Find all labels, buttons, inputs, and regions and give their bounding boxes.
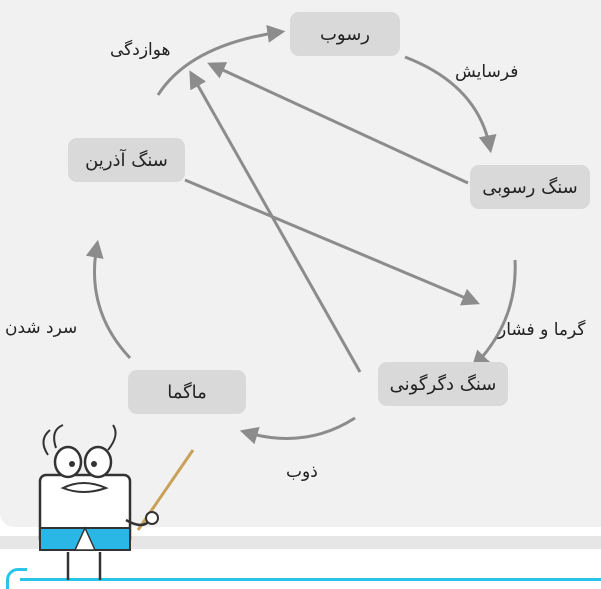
label-heat-pressure: گرما و فشار — [498, 320, 586, 340]
arrow-heat-pressure — [471, 259, 517, 369]
teacher-mascot-icon — [38, 424, 195, 580]
arrow-melting — [239, 416, 356, 445]
arrow-weathering — [156, 24, 286, 96]
arrow-sedimentary-to-sediment — [207, 62, 469, 185]
label-weathering: هوازدگی — [110, 40, 171, 60]
node-sedimentary-rock: سنگ رسوبی — [470, 165, 590, 209]
node-magma: ماگما — [128, 370, 246, 414]
footer-strip — [0, 536, 601, 549]
arrow-igneous-to-metamorphic — [184, 178, 480, 306]
label-melting: ذوب — [286, 462, 318, 482]
node-metamorphic-rock: سنگ دگرگونی — [378, 362, 508, 406]
label-erosion: فرسایش — [455, 62, 519, 82]
label-cooling: سرد شدن — [5, 318, 78, 338]
footer-line — [20, 578, 601, 581]
footer-hook — [6, 568, 27, 589]
arrow-cooling — [85, 239, 132, 360]
arrow-metamorphic-to-sediment — [189, 70, 362, 373]
node-sediment: رسوب — [290, 12, 400, 56]
node-igneous-rock: سنگ آذرین — [68, 138, 185, 182]
arrow-erosion — [404, 55, 497, 154]
